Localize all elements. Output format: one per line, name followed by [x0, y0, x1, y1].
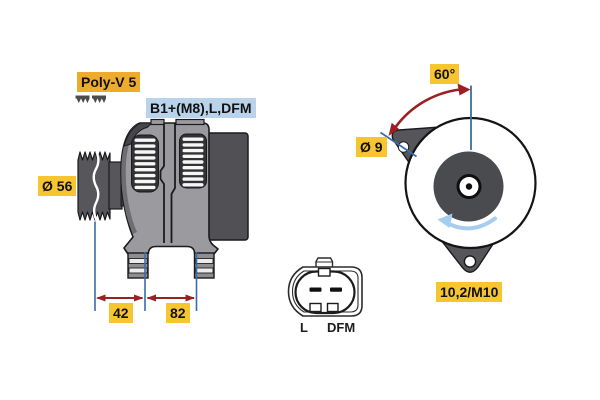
angle-60-label: 60°	[430, 64, 460, 84]
body-top-step	[175, 118, 205, 126]
connector-casing-inner	[291, 270, 359, 313]
belt-profile-icon	[92, 95, 106, 103]
vent-panel-front	[131, 134, 159, 193]
body-top-step	[150, 118, 165, 126]
pulley-diameter-label: Ø 56	[38, 176, 77, 196]
mounting-foot-rear	[193, 252, 215, 279]
rear-housing-block	[205, 132, 249, 241]
belt-type-label: Poly-V 5	[77, 72, 141, 92]
connector-pin-dfm-label: DFM	[327, 320, 356, 335]
arrowhead	[457, 83, 471, 96]
mounting-foot-front	[127, 252, 149, 279]
rotation-arrowhead	[437, 213, 453, 228]
arrowhead	[146, 294, 156, 302]
dimension-42-label: 42	[109, 303, 133, 323]
connector-pin-dfm	[330, 287, 342, 292]
dimension-82-label: 82	[166, 303, 190, 323]
connector-key-notch	[317, 267, 331, 277]
connector-drawing	[287, 257, 363, 317]
pulley-break-line	[92, 151, 100, 221]
pulley	[77, 151, 111, 221]
hole-diameter-label: Ø 9	[356, 137, 387, 157]
arrowhead	[185, 294, 195, 302]
belt-profile-icon	[75, 95, 90, 103]
arrowhead	[134, 294, 144, 302]
connector-pin-l	[309, 287, 322, 292]
mount-arch-outline	[147, 245, 196, 254]
lug-hole-bottom	[463, 255, 477, 268]
connector-socket	[294, 270, 356, 315]
connector-notch	[309, 302, 322, 313]
shaft-center	[465, 183, 473, 190]
vent-panel-rear	[179, 133, 207, 189]
rear-view-drawing	[380, 83, 537, 273]
terminals-label: B1+(M8),L,DFM	[146, 98, 256, 118]
angle-reference-line-60	[380, 131, 417, 158]
mount-bore-label: 10,2/M10	[436, 282, 503, 302]
mount-arch	[148, 246, 195, 256]
housing-parting-line	[170, 123, 176, 243]
connector-notch	[326, 302, 339, 313]
angle-arc-arrow	[392, 87, 467, 131]
housing-parting-line	[159, 123, 165, 243]
connector-pin-l-label: L	[300, 320, 308, 335]
arrowhead	[388, 122, 399, 136]
side-view-drawing	[75, 95, 249, 279]
body-top-cap	[123, 122, 154, 147]
arrowhead	[96, 294, 106, 302]
dimension-annotations	[94, 221, 198, 311]
pulley-hub	[108, 161, 123, 210]
